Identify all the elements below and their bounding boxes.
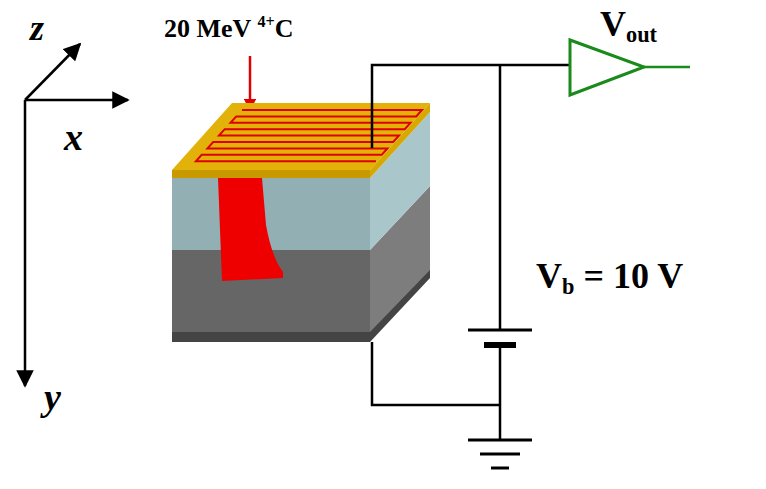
ion-track bbox=[218, 178, 283, 281]
detector-block bbox=[172, 103, 430, 342]
circuit-wires bbox=[372, 65, 690, 440]
text-part: V bbox=[600, 4, 626, 44]
axis-label: z bbox=[30, 10, 44, 46]
text-part: 4+ bbox=[257, 13, 274, 30]
text-part: y bbox=[44, 376, 61, 418]
axes bbox=[25, 44, 128, 386]
ground-symbol bbox=[468, 440, 532, 468]
text-part: z bbox=[30, 8, 44, 48]
amplifier-symbol bbox=[570, 40, 644, 95]
text-part: C bbox=[275, 14, 294, 43]
text-part: b bbox=[562, 274, 574, 299]
electrode-meander bbox=[196, 110, 422, 161]
text-part: out bbox=[626, 22, 657, 47]
axis-label: y bbox=[44, 378, 61, 416]
text-part: = 10 V bbox=[574, 256, 683, 296]
text-part: 20 MeV bbox=[164, 14, 257, 43]
ion-beam-arrow bbox=[249, 56, 252, 110]
axis-label: x bbox=[64, 118, 83, 156]
ion-beam-label: 20 MeV 4+C bbox=[164, 14, 293, 42]
text-part: V bbox=[536, 256, 562, 296]
text-part: x bbox=[64, 116, 83, 158]
bias-voltage-label: Vb = 10 V bbox=[536, 258, 683, 299]
output-signal-label: Vout bbox=[600, 6, 657, 47]
battery-symbol bbox=[468, 330, 532, 345]
